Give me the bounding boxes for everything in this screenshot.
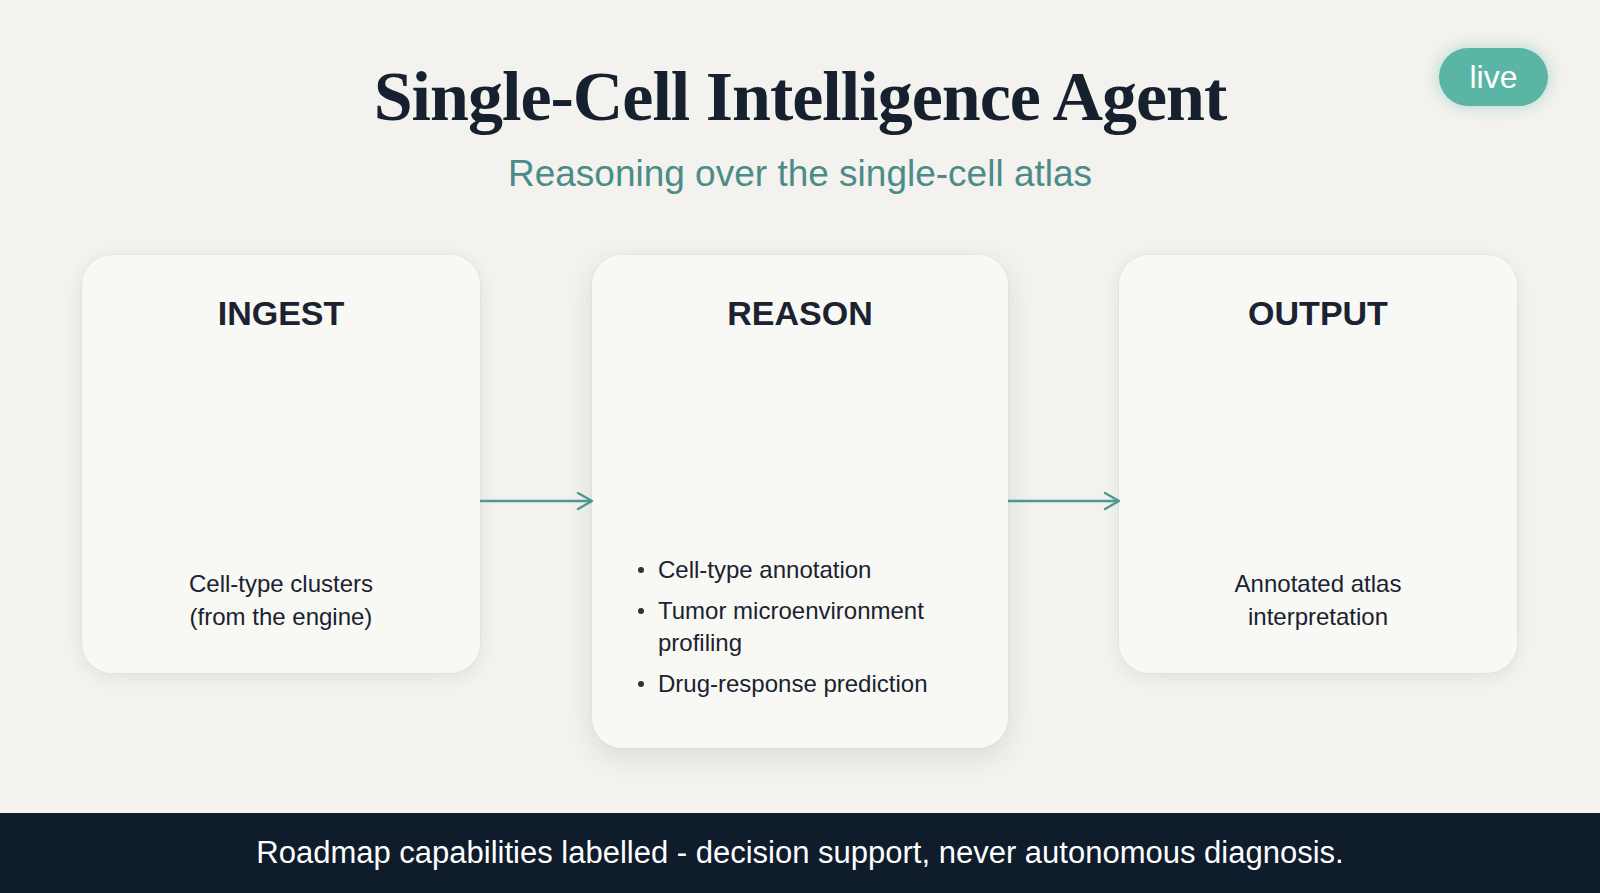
footer-band: Roadmap capabilities labelled - decision… (0, 813, 1600, 893)
stage-body: Cell-type clusters (from the engine) (161, 567, 401, 633)
flow-arrow (480, 500, 592, 502)
status-badge: live (1439, 48, 1548, 106)
stage-heading: INGEST (82, 293, 480, 333)
capability-item: Tumor microenvironment profiling (658, 595, 978, 659)
stage-heading: OUTPUT (1119, 293, 1517, 333)
stage-heading: REASON (592, 293, 1008, 333)
stage-card: REASON Cell-type annotationTumor microenv… (592, 255, 1008, 748)
badge-text: live (1439, 48, 1548, 106)
subtitle-label: Reasoning over the single-cell atlas (0, 152, 1600, 196)
flow-arrow (1008, 500, 1119, 502)
stage-body: Annotated atlas interpretation (1198, 567, 1438, 633)
capability-item: Drug-response prediction (658, 668, 978, 700)
capability-item: Cell-type annotation (658, 554, 978, 586)
stage-card: OUTPUT Annotated atlas interpretation (1119, 255, 1517, 673)
stage-card: INGEST Cell-type clusters (from the engin… (82, 255, 480, 673)
diagram-title: Single-Cell Intelligence Agent (0, 57, 1600, 137)
footer-note: Roadmap capabilities labelled - decision… (0, 813, 1600, 893)
